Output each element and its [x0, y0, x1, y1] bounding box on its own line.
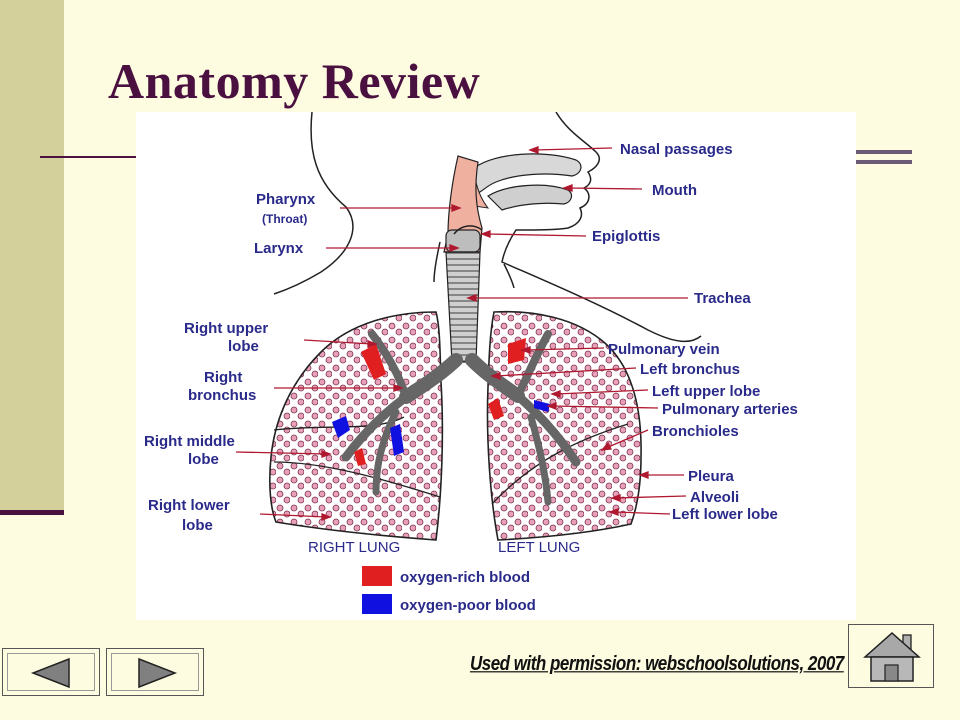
oxygen-rich-vessels: [354, 338, 526, 466]
label-pleura: Pleura: [688, 468, 735, 485]
legend-swatch-oxygen-rich: [362, 566, 392, 586]
label-left-bronchus: Left bronchus: [640, 361, 740, 378]
head-neck-outline: [273, 112, 702, 343]
left-band-edge: [0, 510, 64, 515]
label-pointers: [235, 146, 688, 521]
label-right-lower-lobe-1: Right lower: [148, 497, 230, 514]
label-throat: (Throat): [262, 212, 307, 226]
permission-credit: Used with permission: webschoolsolutions…: [470, 652, 844, 675]
back-button[interactable]: [2, 648, 100, 696]
label-left-lower-lobe: Left lower lobe: [672, 506, 778, 523]
legend-oxygen-rich: oxygen-rich blood: [400, 569, 530, 586]
title-rule-left: [40, 156, 140, 158]
label-right-middle-lobe-1: Right middle: [144, 433, 235, 450]
respiratory-system-diagram: Nasal passages Mouth Pharynx (Throat) La…: [136, 112, 856, 620]
label-right-middle-lobe-2: lobe: [188, 451, 219, 468]
label-pulmonary-arteries: Pulmonary arteries: [662, 401, 798, 418]
label-larynx: Larynx: [254, 240, 304, 257]
label-right-upper-lobe-1: Right upper: [184, 320, 268, 337]
legend-oxygen-poor: oxygen-poor blood: [400, 597, 536, 614]
blood-legend: oxygen-rich blood oxygen-poor blood: [362, 566, 536, 614]
label-pharynx: Pharynx: [256, 191, 316, 208]
label-epiglottis: Epiglottis: [592, 228, 660, 245]
slide-title: Anatomy Review: [108, 53, 481, 109]
triangle-right-icon: [138, 657, 178, 689]
label-left-upper-lobe: Left upper lobe: [652, 383, 760, 400]
label-right-lung: RIGHT LUNG: [308, 539, 400, 556]
house-icon: [863, 631, 921, 682]
label-pulmonary-vein: Pulmonary vein: [608, 341, 720, 358]
label-bronchioles: Bronchioles: [652, 423, 739, 440]
legend-swatch-oxygen-poor: [362, 594, 392, 614]
label-right-bronchus-2: bronchus: [188, 387, 256, 404]
label-right-upper-lobe-2: lobe: [228, 338, 259, 355]
label-mouth: Mouth: [652, 182, 697, 199]
left-lung-shape: [486, 310, 642, 541]
label-right-bronchus-1: Right: [204, 369, 242, 386]
left-decorative-band: [0, 0, 64, 510]
label-nasal-passages: Nasal passages: [620, 141, 733, 158]
bronchial-tree: [341, 330, 581, 506]
label-alveoli: Alveoli: [690, 489, 739, 506]
label-trachea: Trachea: [694, 290, 751, 307]
forward-button[interactable]: [106, 648, 204, 696]
triangle-left-icon: [30, 657, 70, 689]
title-rule-right: [856, 150, 912, 164]
trachea-shape: [445, 251, 481, 363]
label-right-lower-lobe-2: lobe: [182, 517, 213, 534]
oxygen-poor-vessels: [332, 400, 550, 456]
label-left-lung: LEFT LUNG: [498, 539, 580, 556]
home-button[interactable]: [848, 624, 934, 688]
